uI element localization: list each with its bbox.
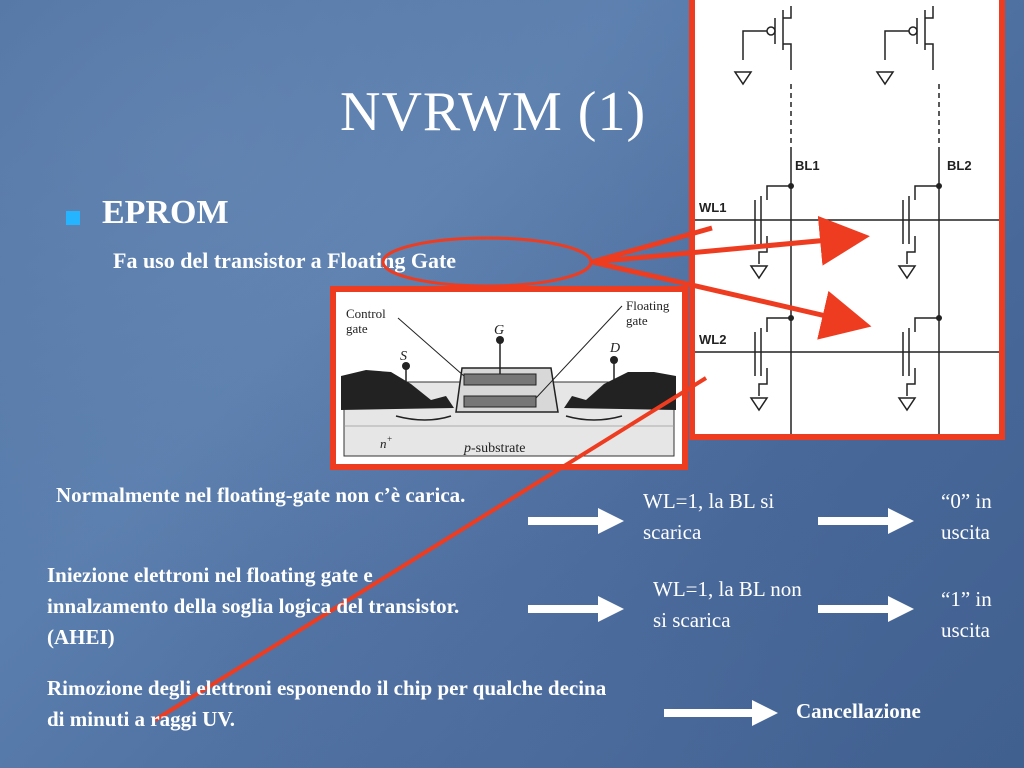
- label-drain: D: [609, 341, 620, 356]
- highlight-ellipse: [381, 236, 593, 288]
- label-bl2: BL2: [947, 158, 972, 173]
- output-row-2: “1” in uscita: [941, 587, 992, 642]
- red-arrow-to-cell-2: [591, 259, 872, 340]
- white-arrow-1b: [818, 508, 914, 534]
- output-row-1: “0” in uscita: [941, 489, 992, 544]
- output-row-3: Cancellazione: [796, 699, 921, 723]
- condition-row-1: Normalmente nel floating-gate non c’è ca…: [56, 483, 466, 507]
- label-wl2: WL2: [699, 332, 726, 347]
- red-line-to-circuit: [591, 225, 713, 265]
- label-substrate: p-substrate: [463, 441, 525, 456]
- white-arrow-3: [664, 700, 778, 726]
- effect-row-1: WL=1, la BL si scarica: [643, 489, 775, 544]
- white-arrow-1a: [528, 508, 624, 534]
- condition-row-3: Rimozione degli elettroni esponendo il c…: [47, 676, 607, 731]
- white-arrow-2a: [528, 596, 624, 622]
- white-arrow-2b: [818, 596, 914, 622]
- effect-row-2: WL=1, la BL non si scarica: [653, 577, 802, 632]
- bullet-eprom: EPROM: [102, 194, 229, 231]
- label-bl1: BL1: [795, 158, 820, 173]
- circuit-drawing: BL1 BL2 WL1 WL2: [695, 6, 999, 434]
- red-diagonal-line: [153, 376, 708, 722]
- slide-title: NVRWM (1): [340, 81, 647, 143]
- label-gate: G: [494, 323, 504, 338]
- label-source: S: [400, 349, 407, 364]
- condition-row-2: Iniezione elettroni nel floating gate e …: [47, 563, 460, 649]
- bullet-square-icon: [66, 211, 80, 225]
- label-wl1: WL1: [699, 200, 726, 215]
- subtitle-floating-gate: Fa uso del transistor a Floating Gate: [113, 248, 457, 273]
- red-arrow-to-cell-1: [591, 215, 870, 266]
